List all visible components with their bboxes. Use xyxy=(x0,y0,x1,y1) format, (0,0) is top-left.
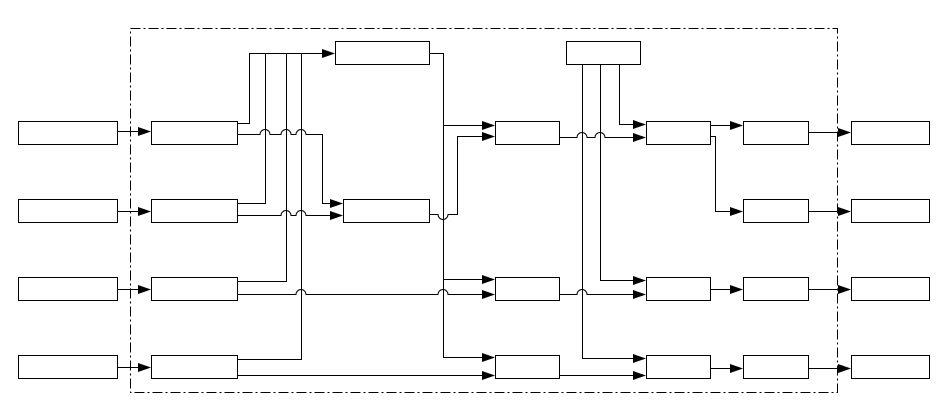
output-block-4 xyxy=(851,355,930,379)
arrowhead xyxy=(633,371,646,380)
arrowheads xyxy=(138,49,851,380)
arrowhead xyxy=(838,207,851,216)
arrowhead xyxy=(138,127,151,136)
control-block-top xyxy=(566,41,641,65)
arrowhead xyxy=(838,128,851,137)
wire-control-bus-b xyxy=(600,65,636,281)
input-block-2 xyxy=(18,199,118,223)
arrowhead xyxy=(482,121,495,130)
proc-block-2 xyxy=(646,277,711,301)
arrowhead xyxy=(322,49,335,58)
arrowhead xyxy=(633,354,646,363)
arrowhead xyxy=(482,275,495,284)
wire-mix2-to-proc2 xyxy=(560,289,636,295)
wire-proc1-to-amp2 xyxy=(711,136,733,212)
mix-block-3 xyxy=(495,355,560,379)
arrowhead xyxy=(730,285,743,294)
arrowhead xyxy=(330,199,343,208)
connection-lines xyxy=(118,53,840,376)
input-block-1 xyxy=(18,121,118,145)
input-block-3 xyxy=(18,277,118,301)
wire-stage3-to-mix2 xyxy=(238,289,484,295)
arrowhead xyxy=(633,276,646,285)
stage1-block-1 xyxy=(151,121,238,145)
wire-stage2-bus-top xyxy=(238,53,266,204)
mix-block-1 xyxy=(495,121,560,145)
wire-stage1-to-hub-middle xyxy=(238,129,334,204)
output-block-2 xyxy=(851,199,930,223)
amp-block-3 xyxy=(743,277,809,301)
arrowhead xyxy=(633,290,646,299)
arrowhead xyxy=(482,353,495,362)
wire-stage2-to-hub-middle xyxy=(238,210,334,216)
stage1-block-3 xyxy=(151,277,238,301)
amp-block-1 xyxy=(743,121,809,145)
stage1-block-2 xyxy=(151,199,238,223)
wire-stage1-to-hub-top xyxy=(238,53,324,124)
arrowhead xyxy=(138,285,151,294)
wire-control-bus-a xyxy=(582,65,636,359)
arrowhead xyxy=(633,133,646,142)
wire-stage4-bus-top xyxy=(238,53,302,360)
arrowhead xyxy=(138,207,151,216)
mix-block-2 xyxy=(495,277,560,301)
proc-block-1 xyxy=(646,121,711,145)
arrowhead xyxy=(138,363,151,372)
arrowhead xyxy=(330,211,343,220)
output-block-3 xyxy=(851,277,930,301)
wire-hub-top-bus xyxy=(430,53,484,358)
amp-block-2 xyxy=(743,199,809,223)
output-block-1 xyxy=(851,121,930,145)
wire-mix1-to-proc1 xyxy=(560,132,636,138)
input-block-4 xyxy=(18,355,118,379)
hub-block-top xyxy=(335,41,430,65)
wire-control-to-proc1 xyxy=(619,65,636,125)
arrowhead xyxy=(838,364,851,373)
arrowhead xyxy=(633,120,646,129)
proc-block-3 xyxy=(646,355,711,379)
arrowhead xyxy=(730,364,743,373)
wire-hub-middle-to-mix1 xyxy=(430,136,484,220)
arrowhead xyxy=(482,371,495,380)
wire-stage3-bus-top xyxy=(238,53,287,282)
arrowhead xyxy=(838,285,851,294)
amp-block-4 xyxy=(743,355,809,379)
arrowhead xyxy=(730,207,743,216)
arrowhead xyxy=(482,132,495,141)
blocks xyxy=(18,41,930,379)
system-boundary-frame xyxy=(130,28,838,393)
arrowhead xyxy=(482,290,495,299)
arrowhead xyxy=(730,121,743,130)
hub-block-middle xyxy=(343,199,430,223)
stage1-block-4 xyxy=(151,355,238,379)
